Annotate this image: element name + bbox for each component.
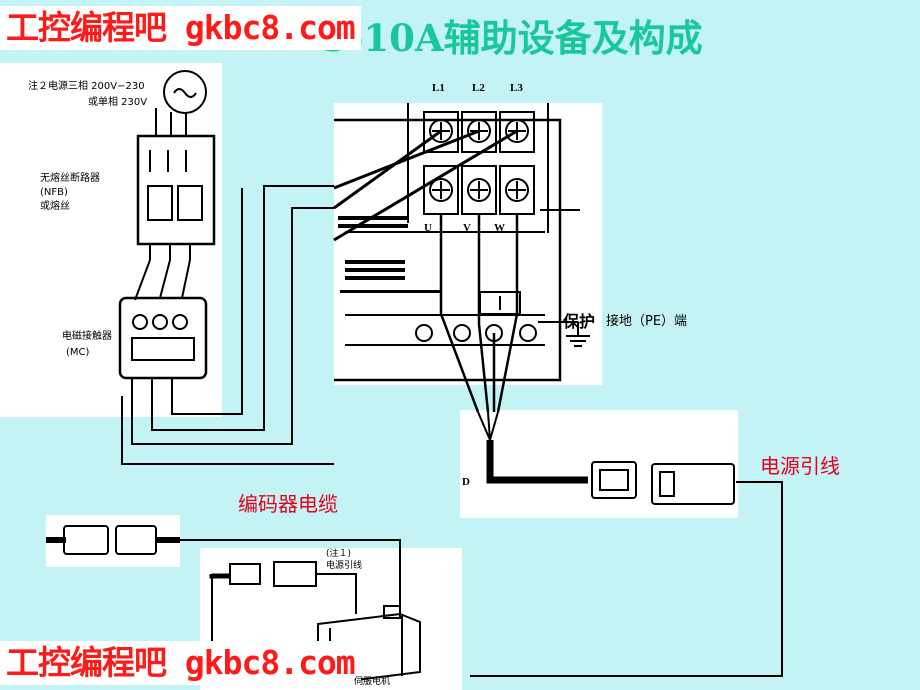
ground-label-pe: 接地（PE）端 <box>606 314 688 329</box>
power-spec-line2: 或单相 230V <box>88 97 148 108</box>
ground-icon <box>538 321 590 347</box>
terminal-u: U <box>424 222 432 234</box>
terminal-w: W <box>494 222 505 234</box>
drive-body <box>334 118 562 382</box>
terminal-block-top <box>423 111 535 215</box>
cable-mark-d: D <box>462 476 470 488</box>
note-line2: 电源引线 <box>326 561 363 571</box>
breaker-icon <box>136 134 216 246</box>
watermark-top: 工控编程吧 gkbc8.com <box>0 6 361 50</box>
connector-male-icon <box>651 463 735 505</box>
power-lead-label: 电源引线 <box>760 454 840 478</box>
nfb-label-2: (NFB) <box>40 187 68 198</box>
encoder-plug-icon <box>63 525 109 555</box>
terminal-l3: L3 <box>510 82 523 94</box>
motor-label: 伺服电机 <box>354 677 391 687</box>
nfb-label-3: 或熔丝 <box>40 201 70 212</box>
page-title: S-10A辅助设备及构成 <box>320 16 703 60</box>
note-line1: (注１) <box>326 549 352 559</box>
terminal-l2: L2 <box>472 82 485 94</box>
mc-label-2: (MC) <box>66 347 90 358</box>
power-spec-line1: 注２电源三相 200V−230 <box>28 81 145 92</box>
terminal-l1: L1 <box>432 82 445 94</box>
watermark-bottom: 工控编程吧 gkbc8.com <box>0 641 361 685</box>
terminal-v: V <box>463 222 471 234</box>
ground-label: 保护 <box>563 312 596 331</box>
contactor-icon <box>118 296 208 380</box>
encoder-cable-label: 编码器电缆 <box>238 492 338 516</box>
mc-label-1: 电磁接触器 <box>62 331 112 342</box>
nfb-label-1: 无熔丝断路器 <box>40 173 100 184</box>
connector-female-icon <box>591 461 637 499</box>
